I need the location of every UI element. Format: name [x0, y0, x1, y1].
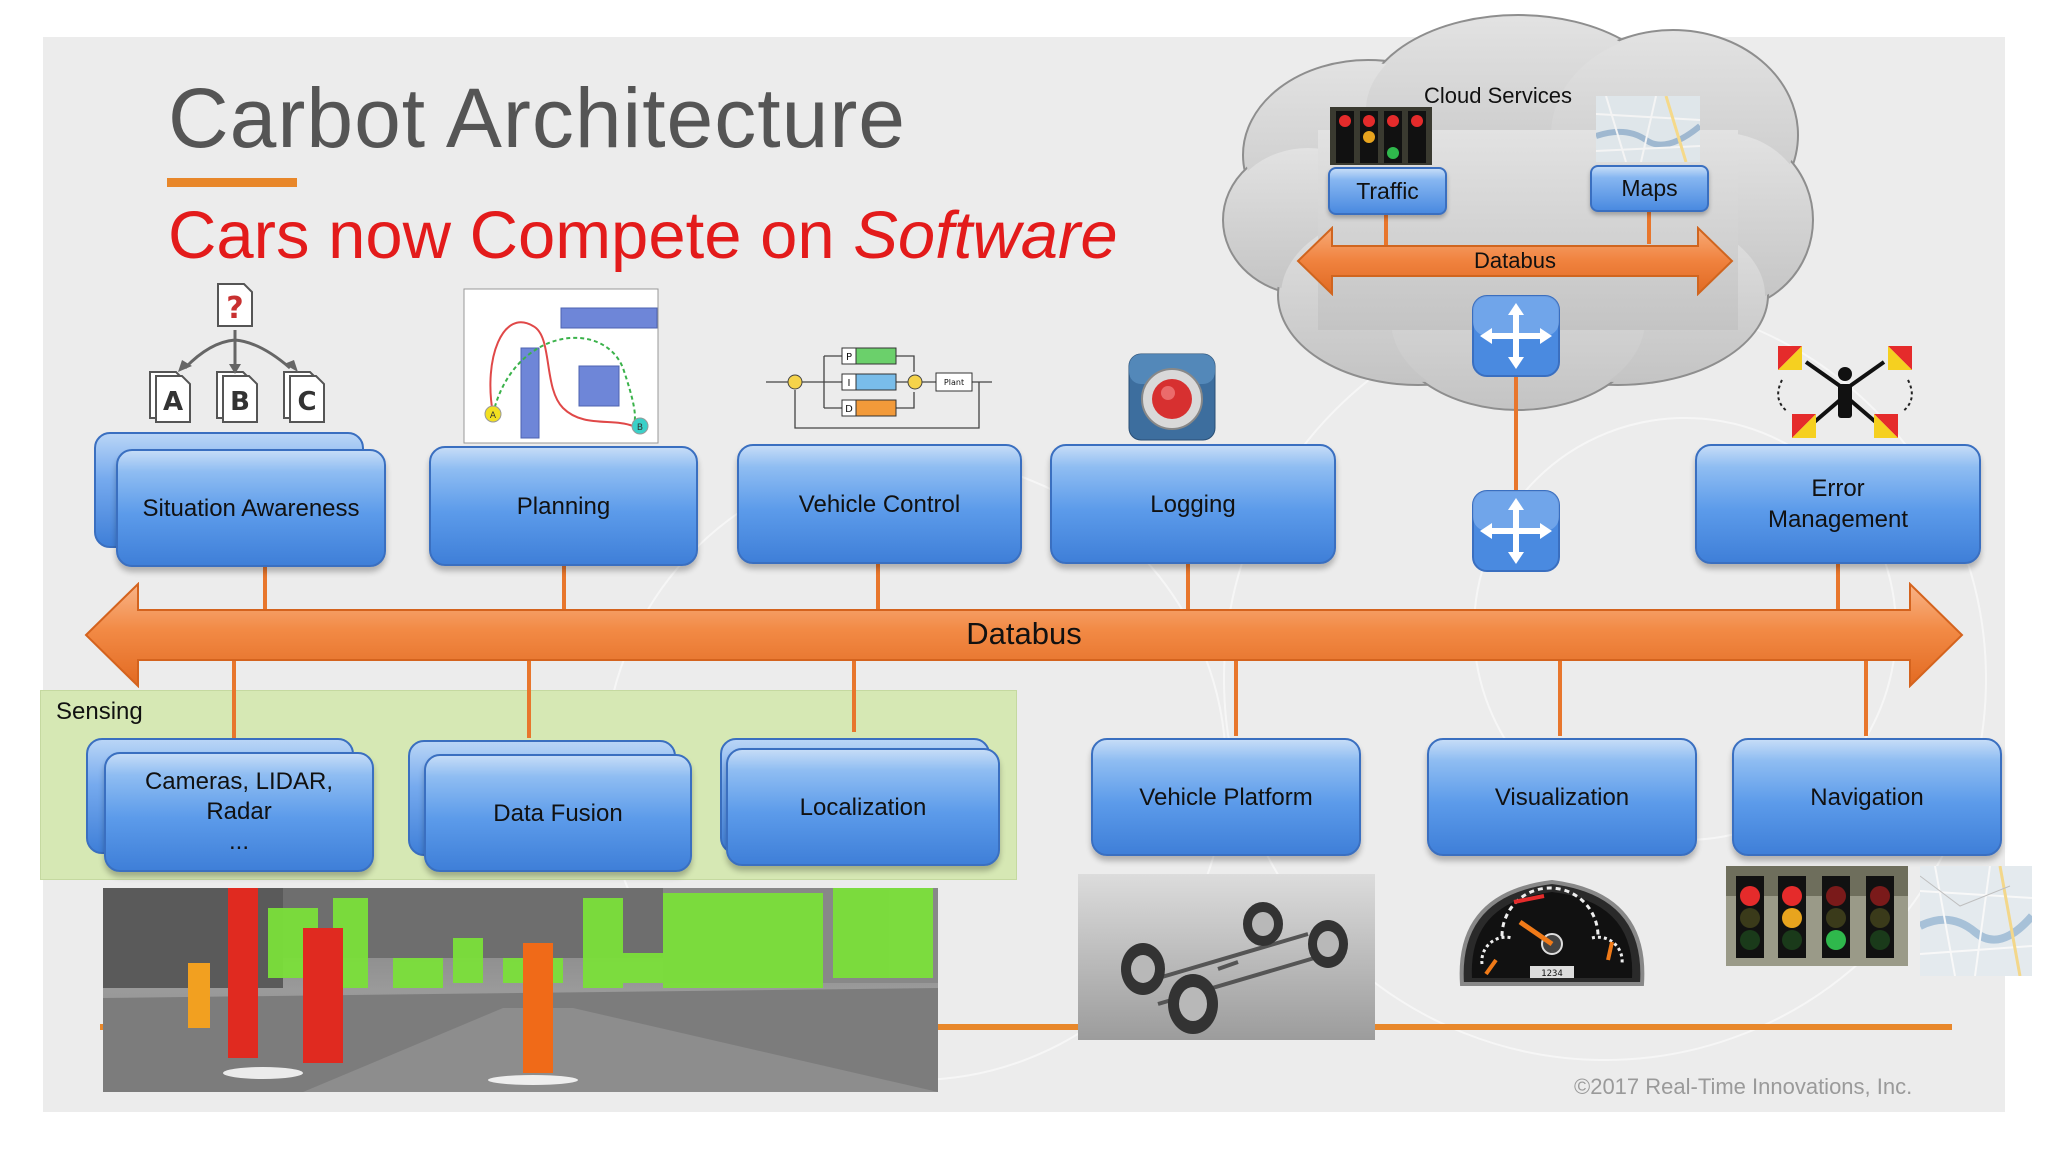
subtitle-text: Cars now Compete on: [168, 198, 854, 273]
visualization-box: Visualization: [1427, 738, 1697, 856]
odometer-glyph: 1234: [1541, 969, 1563, 979]
navigation-box: Navigation: [1732, 738, 2002, 856]
pid-d-glyph: D: [845, 404, 853, 415]
error-management-line2: Management: [1767, 506, 1909, 533]
subtitle-emphasis: Software: [853, 198, 1118, 273]
connector-line: [1384, 210, 1388, 246]
connector-line: [1186, 560, 1190, 612]
cloud-services-title: Cloud Services: [1424, 83, 1572, 108]
semaphore-signal-icon: [1777, 346, 1913, 438]
error-management-box: Error Management: [1695, 444, 1981, 564]
sensing-label: Sensing: [56, 698, 143, 725]
connector-line: [852, 656, 856, 732]
data-fusion-box: Data Fusion: [424, 754, 692, 872]
connector-line: [232, 656, 236, 738]
connector-line: [1514, 375, 1518, 495]
navigation-map-image: [1920, 866, 2032, 976]
connector-line: [263, 562, 267, 612]
choice-b-glyph: B: [230, 387, 250, 417]
goal-point-glyph: B: [637, 423, 643, 433]
cameras-line2: Radar: [206, 798, 272, 825]
copyright-notice: ©2017 Real-Time Innovations, Inc.: [1574, 1074, 1913, 1099]
traffic-light-image: [1330, 107, 1432, 165]
vehicle-platform-box: Vehicle Platform: [1091, 738, 1361, 856]
pid-control-diagram: P I D Plant: [766, 347, 992, 429]
vehicle-chassis-image: [1078, 874, 1375, 1040]
situation-awareness-box: Situation Awareness: [116, 449, 386, 567]
connector-line: [1234, 656, 1238, 736]
router-icon: [1472, 490, 1560, 572]
choice-a-glyph: A: [163, 387, 183, 417]
pid-i-glyph: I: [848, 378, 851, 389]
vehicle-control-box: Vehicle Control: [737, 444, 1022, 564]
planning-box: Planning: [429, 446, 698, 566]
maps-service-box: Maps: [1590, 165, 1709, 212]
localization-box: Localization: [726, 748, 1000, 866]
main-databus-label: Databus: [966, 616, 1082, 651]
page-subtitle: Cars now Compete on Software: [168, 197, 1118, 274]
map-thumbnail-image: [1596, 96, 1700, 162]
main-databus-arrow: [84, 582, 1964, 688]
connector-line: [1836, 560, 1840, 612]
start-point-glyph: A: [490, 411, 497, 421]
traffic-lights-image: [1726, 866, 1908, 966]
cameras-line1: Cameras, LIDAR,: [144, 768, 334, 795]
connector-line: [876, 560, 880, 612]
lidar-street-scene-image: [103, 888, 938, 1092]
connector-line: [1864, 656, 1868, 736]
decision-choices-icon: ? A B C: [149, 283, 325, 423]
bottom-divider-line: [100, 1024, 1952, 1030]
choice-c-glyph: C: [297, 387, 316, 417]
question-mark-glyph: ?: [226, 291, 243, 326]
plant-glyph: Plant: [944, 378, 964, 387]
connector-line: [1558, 656, 1562, 736]
connector-line: [562, 562, 566, 612]
record-icon: [1128, 353, 1216, 441]
cameras-lidar-radar-box: Cameras, LIDAR, Radar ...: [104, 752, 374, 872]
cameras-line3: ...: [228, 828, 249, 855]
traffic-service-box: Traffic: [1328, 167, 1447, 215]
page-title: Carbot Architecture: [168, 71, 907, 165]
connector-line: [527, 656, 531, 738]
title-underline: [167, 178, 297, 187]
connector-line: [1647, 208, 1651, 244]
pid-p-glyph: P: [846, 352, 852, 363]
dashboard-gauge-image: 1234: [1459, 879, 1645, 986]
cloud-router-icon: [1472, 295, 1560, 377]
path-planning-image: A B: [463, 288, 659, 444]
cloud-databus-arrow: [1296, 226, 1734, 296]
error-management-line1: Error: [1811, 475, 1865, 502]
cloud-databus-label: Databus: [1474, 248, 1556, 273]
logging-box: Logging: [1050, 444, 1336, 564]
